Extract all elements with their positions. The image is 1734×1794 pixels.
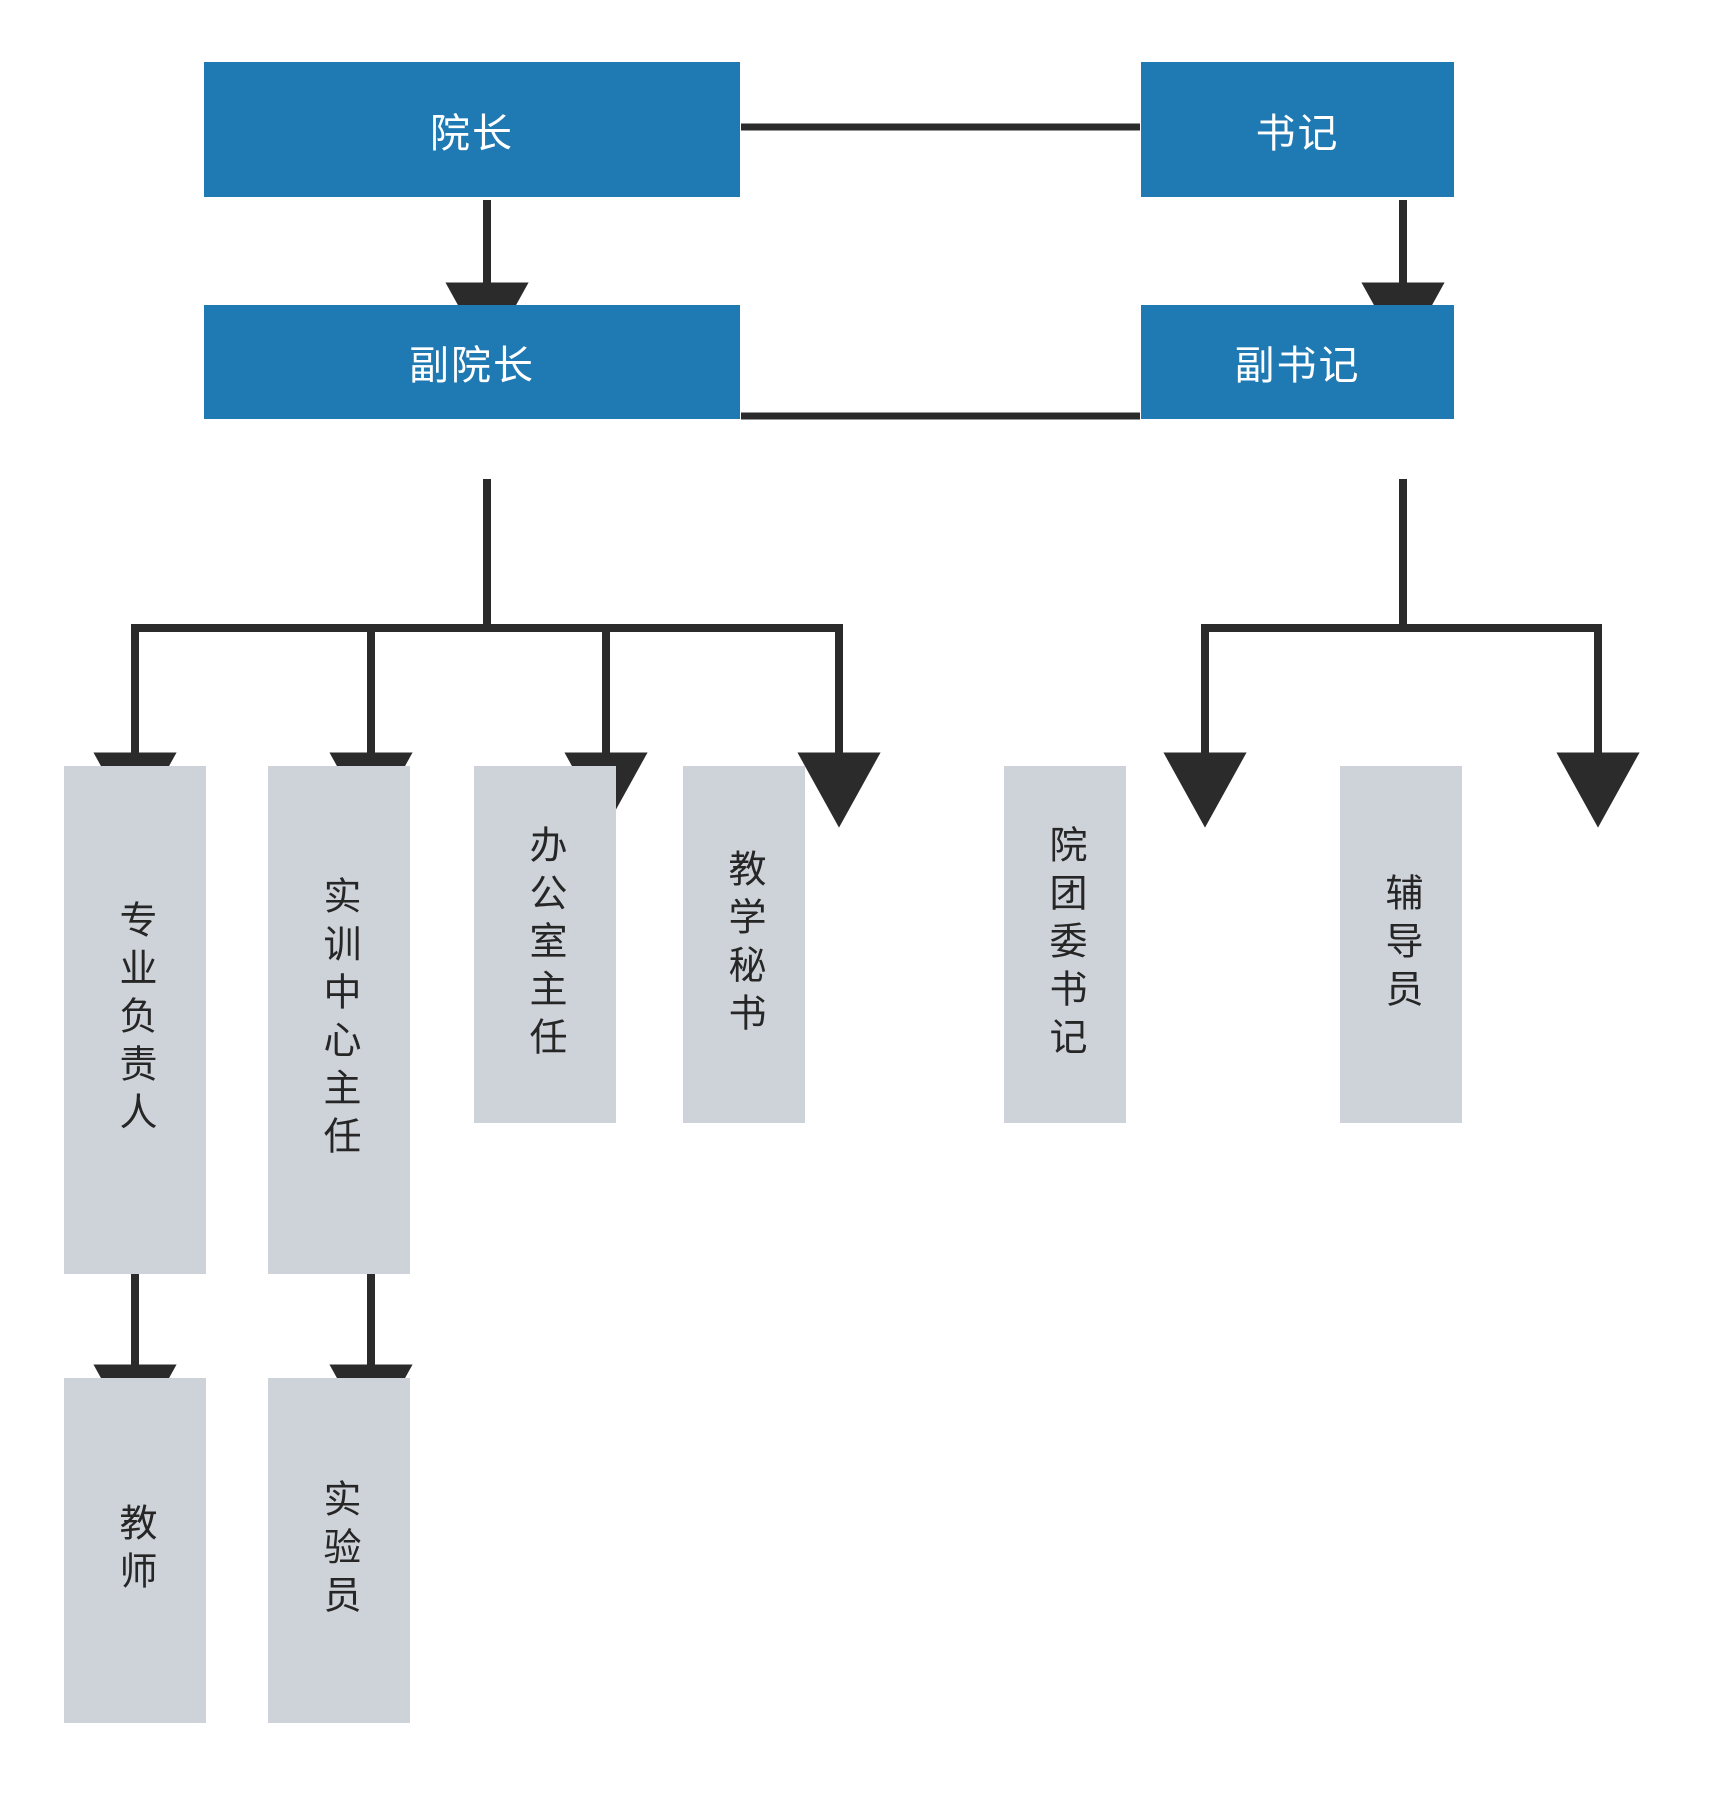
node-secretary[interactable]: 书记 [1141, 62, 1454, 197]
node-secretary-label: 书记 [1255, 110, 1340, 157]
node-vice-dean-label: 副院长 [409, 343, 535, 389]
node-dean[interactable]: 院长 [204, 62, 740, 197]
node-training-center-director-label: 实训中心主任 [317, 876, 361, 1164]
node-lab-technician-label: 实验员 [317, 1478, 361, 1623]
node-training-center-director[interactable]: 实训中心主任 [268, 766, 410, 1274]
node-dean-label: 院长 [430, 110, 514, 157]
node-deputy-secretary-label: 副书记 [1234, 343, 1361, 389]
node-teaching-secretary[interactable]: 教学秘书 [683, 766, 805, 1123]
node-league-committee-secretary-label: 院团委书记 [1043, 824, 1087, 1065]
node-teacher-label: 教师 [113, 1502, 157, 1599]
node-counselor-label: 辅导员 [1379, 872, 1423, 1017]
node-league-committee-secretary[interactable]: 院团委书记 [1004, 766, 1126, 1123]
node-lab-technician[interactable]: 实验员 [268, 1378, 410, 1723]
node-counselor[interactable]: 辅导员 [1340, 766, 1462, 1123]
node-teacher[interactable]: 教师 [64, 1378, 206, 1723]
node-major-leader-label: 专业负责人 [113, 900, 157, 1140]
node-major-leader[interactable]: 专业负责人 [64, 766, 206, 1274]
node-office-director[interactable]: 办公室主任 [474, 766, 616, 1123]
node-office-director-label: 办公室主任 [523, 824, 567, 1065]
node-vice-dean[interactable]: 副院长 [204, 305, 740, 419]
node-deputy-secretary[interactable]: 副书记 [1141, 305, 1454, 419]
node-teaching-secretary-label: 教学秘书 [722, 848, 766, 1041]
